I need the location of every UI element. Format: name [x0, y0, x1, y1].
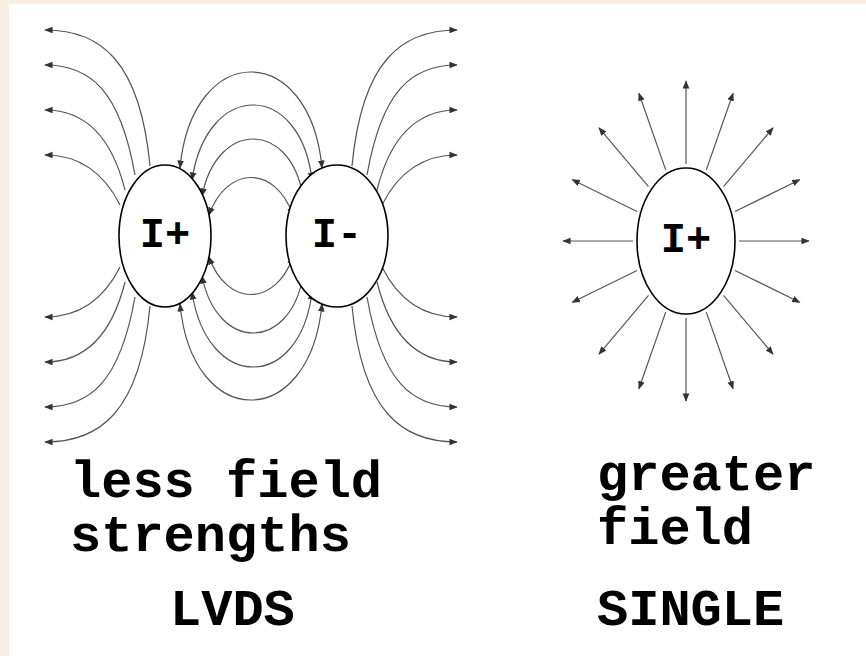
caption-label: SINGLE — [597, 585, 837, 639]
caption-label: greater field — [597, 450, 857, 558]
caption-label: less field strengths — [70, 457, 415, 565]
conductor-ellipse: I+ — [636, 167, 736, 315]
current-label: I- — [312, 215, 362, 257]
page-border — [0, 0, 866, 4]
conductor-ellipse: I- — [285, 164, 389, 308]
caption-label: LVDS — [170, 585, 370, 639]
conductor-ellipse: I+ — [118, 164, 212, 308]
page-border — [0, 0, 9, 656]
current-label: I+ — [661, 220, 711, 262]
current-label: I+ — [140, 215, 190, 257]
